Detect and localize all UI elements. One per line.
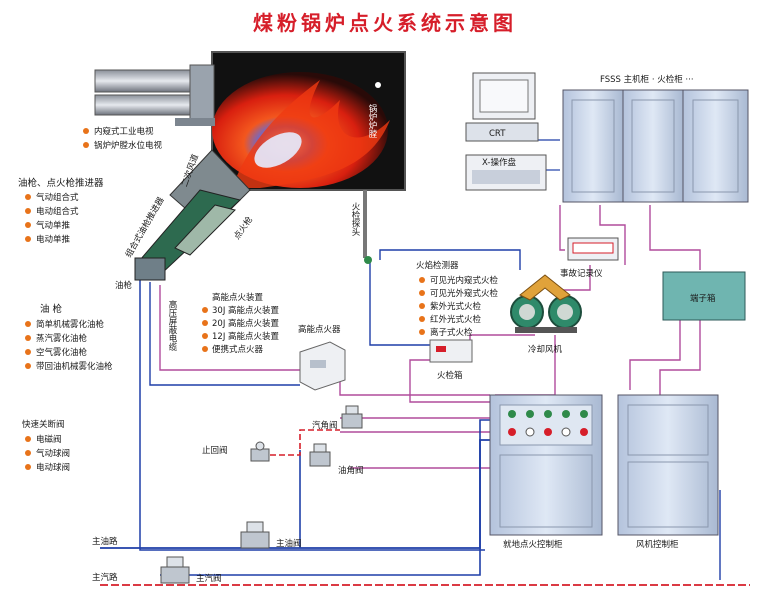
- hei-unit-label: 高能点火器: [298, 324, 341, 335]
- oil-angle-valve-label: 油角阀: [338, 465, 364, 476]
- flame-probe-label: 火检探头: [350, 202, 360, 237]
- event-recorder-label: 事故记录仪: [560, 268, 603, 279]
- furnace-note-1: 内窥式工业电视: [94, 126, 154, 137]
- cooling-fan-label: 冷却风机: [528, 344, 563, 355]
- crt-label: CRT: [489, 129, 506, 139]
- main-steam-pipe-label: 主汽路: [92, 572, 118, 583]
- valve-item: 气动球阀: [36, 448, 70, 459]
- fan-control-cabinet: [617, 394, 719, 536]
- detector-item: 紫外光式火检: [430, 301, 482, 312]
- hei-item: 20J 高能点火装置: [212, 318, 280, 329]
- detector-heading: 火焰检测器: [416, 260, 459, 271]
- hei-item: 12J 高能点火装置: [212, 331, 280, 342]
- main-oil-valve-label: 主油阀: [276, 538, 302, 549]
- burner-assembly: [134, 149, 372, 281]
- tv-cameras: [94, 64, 215, 126]
- flame-box-label: 火检箱: [437, 370, 463, 381]
- diagram-title: 煤粉锅炉点火系统示意图: [253, 11, 517, 35]
- crt-monitor: [465, 72, 539, 142]
- detector-item: 可见光内窥式火检: [430, 275, 499, 286]
- oilgun-item: 带回油机械雾化油枪: [36, 361, 113, 372]
- hei-item: 30J 高能点火装置: [212, 305, 280, 316]
- terminal-box-label: 端子箱: [690, 293, 716, 304]
- x-panel-label: X-操作盘: [482, 157, 516, 168]
- oilgun-item: 简单机械雾化油枪: [36, 319, 105, 330]
- detector-item: 红外光式火检: [430, 314, 482, 325]
- fsss-label: FSSS 主机柜 · 火检柜 ···: [600, 74, 694, 85]
- pusher-item: 电动组合式: [36, 206, 79, 217]
- pusher-item: 电动单推: [36, 234, 71, 245]
- valves: [160, 405, 363, 584]
- furnace-label: 锅炉炉膛: [367, 103, 377, 139]
- oil-gun-short-label: 油枪: [115, 280, 133, 291]
- local-ignition-cabinet: [489, 394, 603, 536]
- cooling-fan: [510, 274, 582, 333]
- hei-item: 便携式点火器: [212, 344, 264, 355]
- pusher-item: 气动单推: [36, 220, 71, 231]
- oilgun-item: 蒸汽雾化油枪: [36, 333, 88, 344]
- oilgun-item: 空气雾化油枪: [36, 347, 88, 358]
- valve-item: 电动球阀: [36, 462, 70, 473]
- detector-item: 可见光外窥式火检: [430, 288, 499, 299]
- steam-angle-valve-label: 汽角阀: [312, 420, 338, 431]
- terminal-box: [662, 271, 746, 321]
- main-steam-valve-label: 主汽阀: [196, 573, 222, 584]
- local-cabinet-label: 就地点火控制柜: [503, 539, 563, 550]
- valve-heading: 快速关断阀: [22, 419, 65, 430]
- fsss-cabinets: [562, 89, 749, 203]
- signal-cables: [100, 139, 750, 586]
- igniter-gun-label: 点火枪: [231, 214, 255, 242]
- pusher-heading: 油枪、点火枪推进器: [18, 177, 104, 189]
- oilgun-heading: 油 枪: [40, 303, 63, 315]
- furnace: 锅炉炉膛: [211, 51, 406, 191]
- pusher-item: 气动组合式: [36, 192, 79, 203]
- main-oil-pipe-label: 主油路: [92, 536, 118, 547]
- check-valve-label: 止回阀: [202, 445, 228, 456]
- detector-item: 离子式火检: [430, 327, 473, 338]
- valve-item: 电磁阀: [36, 434, 62, 445]
- furnace-note-2: 锅炉炉膛水位电视: [94, 140, 163, 151]
- hei-unit: [299, 341, 346, 391]
- event-recorder: [567, 237, 619, 261]
- x-panel: [465, 154, 547, 191]
- fan-cabinet-label: 风机控制柜: [636, 539, 679, 550]
- flame-box: [429, 339, 473, 363]
- hei-heading: 高能点火装置: [212, 292, 264, 303]
- hv-cable-label: 高压屏蔽电缆: [167, 299, 177, 352]
